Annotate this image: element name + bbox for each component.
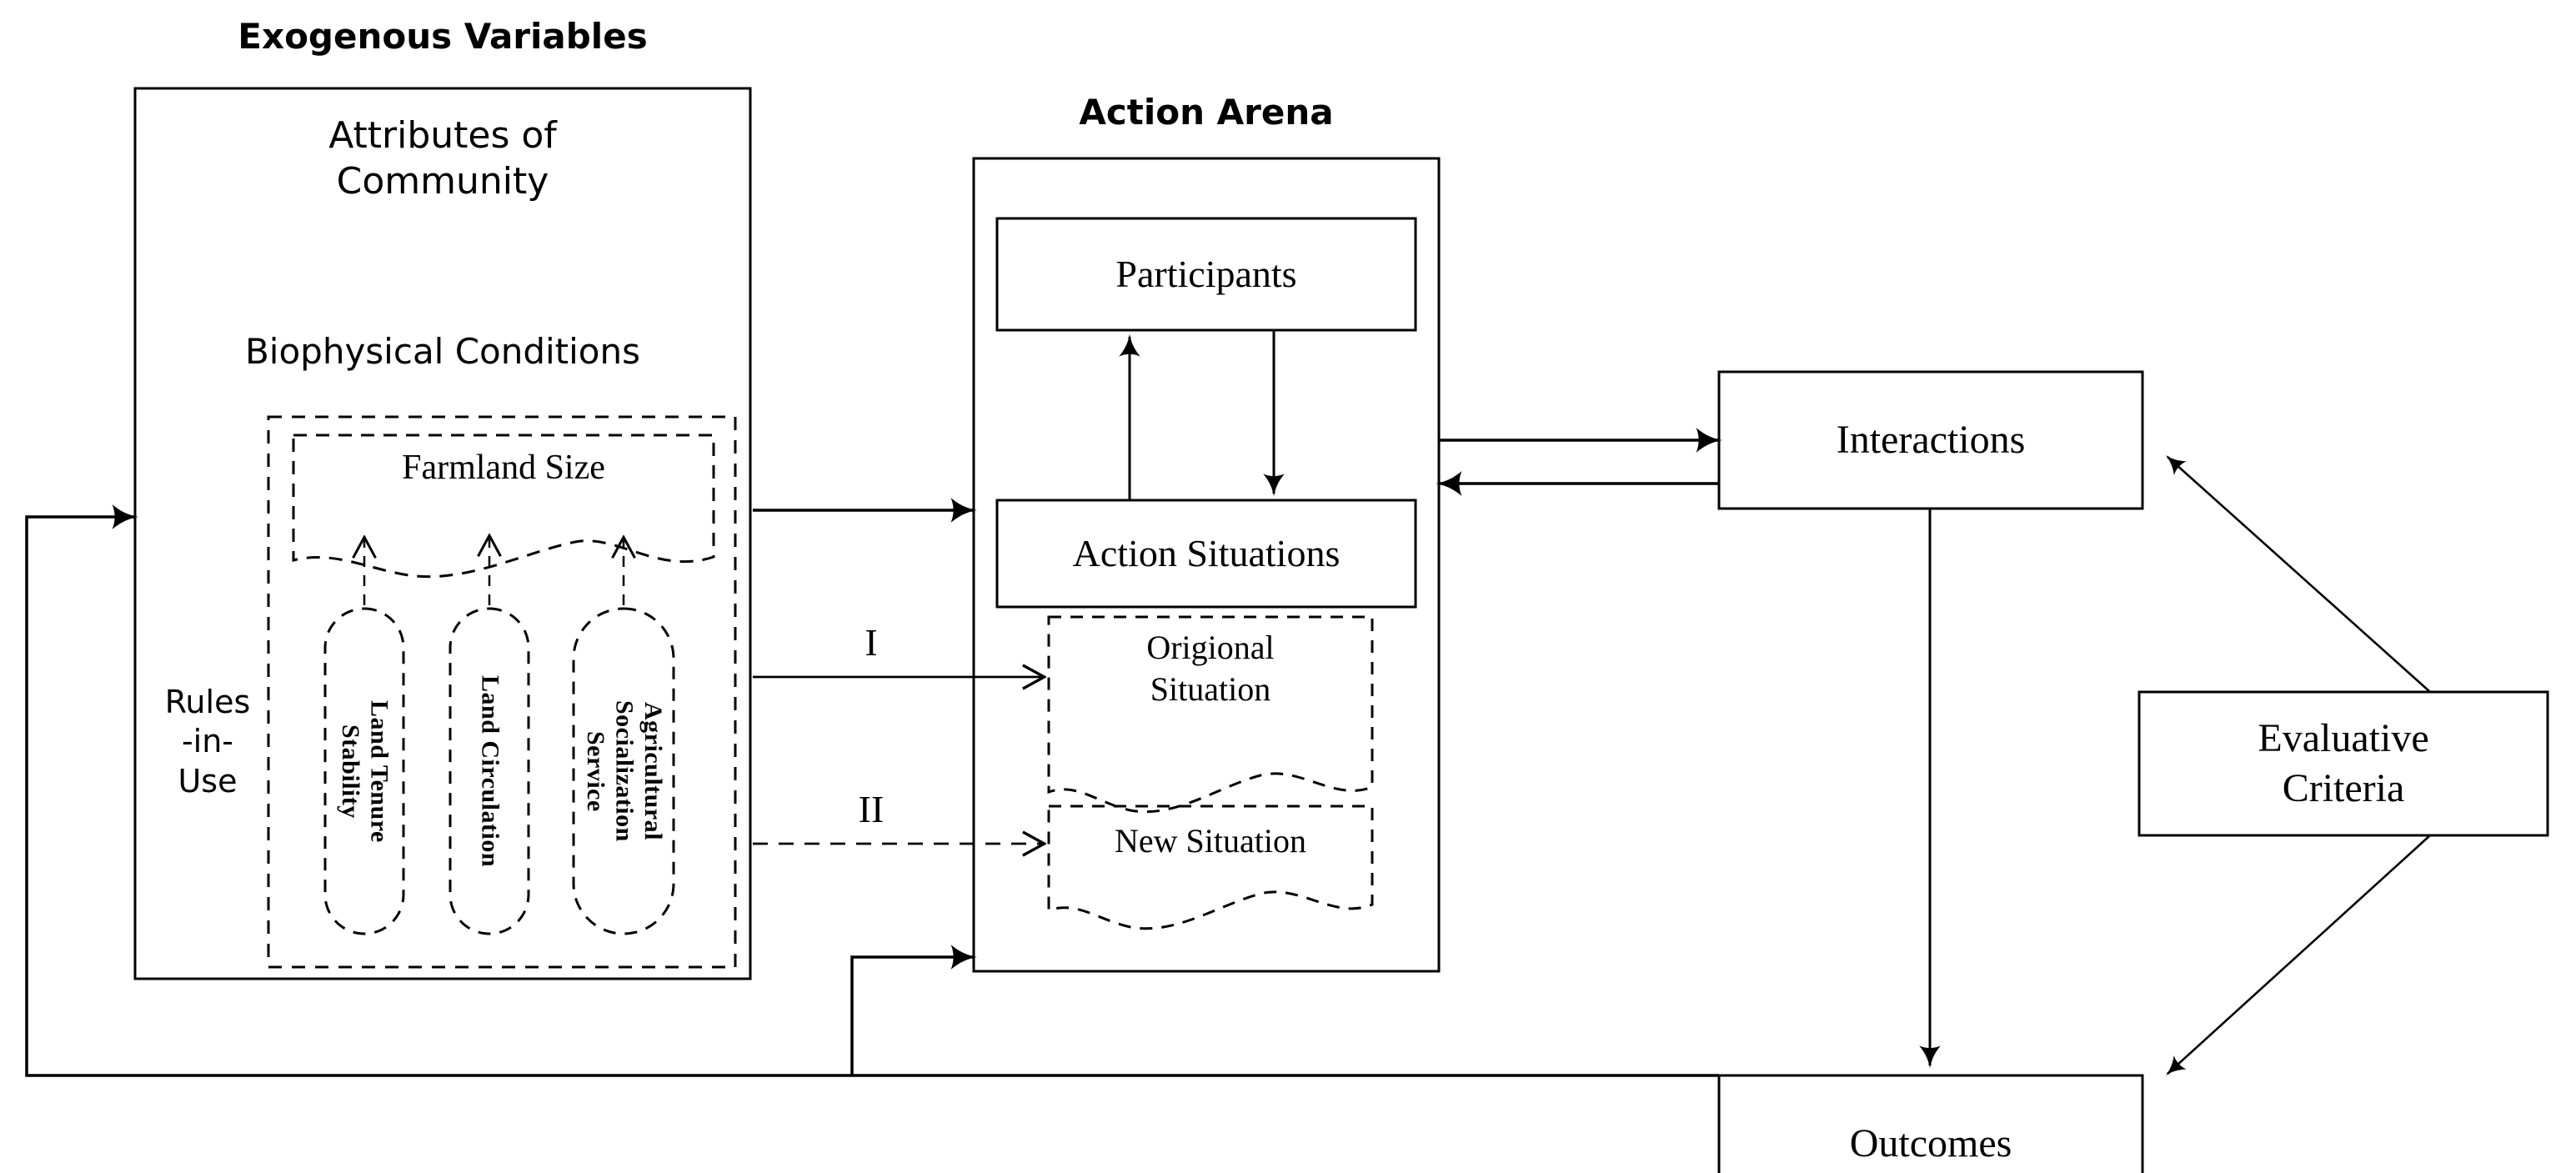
interactions-label: Interactions	[1836, 418, 2026, 462]
origional-situation-label: Origional Situation	[1146, 629, 1275, 708]
farmland-size-label: Farmland Size	[402, 448, 605, 487]
factor-label-land-tenure-stability: Land Tenure Stability	[337, 699, 393, 843]
biophysical-conditions-label: Biophysical Conditions	[244, 330, 641, 372]
arrow-outcomes-feedback-to-action-arena	[850, 945, 977, 1075]
action-situations-label: Action Situations	[1072, 532, 1341, 575]
rules-in-use-label: Rules -in- Use	[164, 683, 251, 800]
factor-label-land-circulation: Land Circulation	[476, 675, 504, 867]
outcomes-label: Outcomes	[1849, 1121, 2012, 1165]
pathway-two-label: II	[858, 788, 885, 831]
participants-label: Participants	[1115, 253, 1297, 296]
pathway-one-label: I	[865, 621, 878, 664]
evaluative-criteria-label: Evaluative Criteria	[2258, 716, 2429, 810]
factor-label-agricultural-socialization-service: Agricultural Socialization Service	[581, 700, 667, 842]
action-arena-title: Action Arena	[1079, 91, 1334, 133]
arrow-evaluative-criteria-to-outcomes	[2165, 835, 2431, 1075]
attributes-of-community-label: Attributes of Community	[328, 114, 557, 203]
exogenous-variables-title: Exogenous Variables	[238, 15, 648, 57]
new-situation-label: New Situation	[1115, 822, 1306, 860]
arrow-evaluative-criteria-to-interactions	[2165, 455, 2431, 693]
